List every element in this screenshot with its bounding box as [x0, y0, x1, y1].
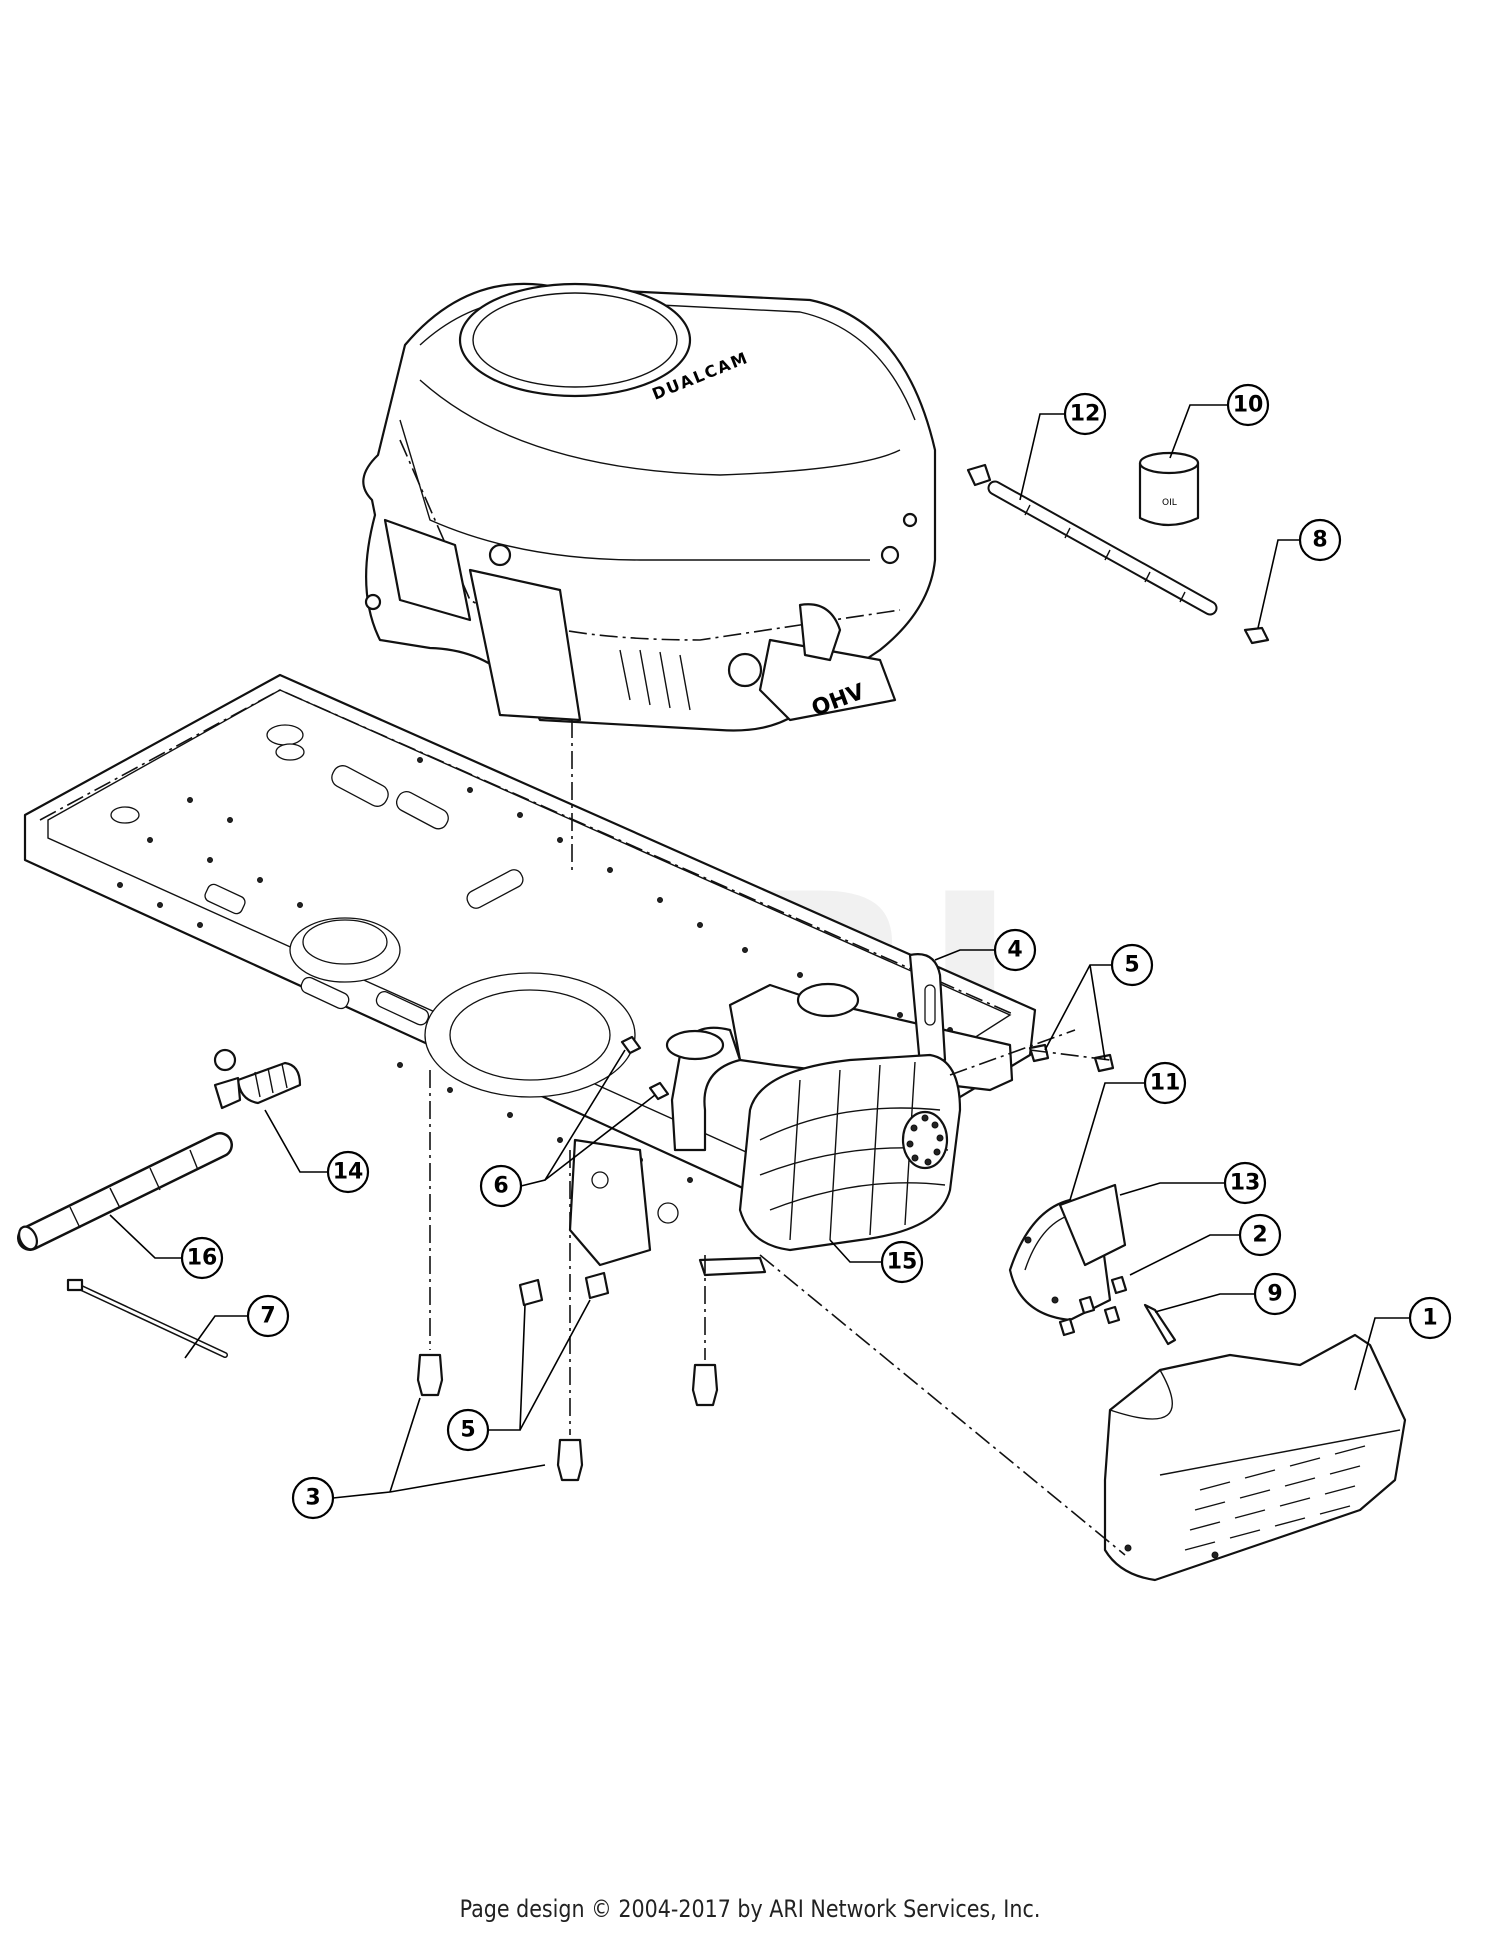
svg-text:7: 7 — [260, 1304, 275, 1329]
svg-text:8: 8 — [1312, 528, 1327, 553]
svg-text:15: 15 — [887, 1250, 918, 1275]
mount-bolts — [416, 1271, 719, 1482]
page-footer: Page design © 2004-2017 by ARI Network S… — [459, 1895, 1041, 1923]
callout-6[interactable]: 6 — [479, 1164, 523, 1208]
svg-text:5: 5 — [1124, 953, 1139, 978]
engine: DUALCAM OHV — [362, 282, 937, 870]
callout-8[interactable]: 8 — [1298, 518, 1342, 562]
cable-tie — [66, 1278, 228, 1358]
callout-13[interactable]: 13 — [1223, 1161, 1267, 1205]
callout-4[interactable]: 4 — [993, 928, 1037, 972]
svg-text:10: 10 — [1233, 393, 1264, 418]
callout-12[interactable]: 12 — [1063, 392, 1107, 436]
svg-text:13: 13 — [1230, 1171, 1261, 1196]
frame — [23, 673, 1037, 1207]
callout-9[interactable]: 9 — [1253, 1272, 1297, 1316]
svg-text:4: 4 — [1007, 938, 1022, 963]
fuel-hose — [17, 1132, 233, 1251]
callout-10[interactable]: 10 — [1226, 383, 1270, 427]
svg-text:2: 2 — [1252, 1223, 1267, 1248]
muffler-assembly — [568, 953, 1115, 1277]
svg-text:6: 6 — [493, 1174, 508, 1199]
svg-text:5: 5 — [460, 1418, 475, 1443]
svg-text:1: 1 — [1422, 1306, 1437, 1331]
svg-text:9: 9 — [1267, 1282, 1282, 1307]
clip-8 — [1243, 626, 1270, 645]
callout-11[interactable]: 11 — [1143, 1061, 1187, 1105]
callout-3[interactable]: 3 — [291, 1476, 335, 1520]
callout-2[interactable]: 2 — [1238, 1213, 1282, 1257]
callout-5-lower[interactable]: 5 — [446, 1408, 490, 1452]
leader-lines — [109, 404, 1410, 1499]
oil-filter-label: OIL — [1162, 498, 1177, 508]
svg-text:11: 11 — [1150, 1071, 1181, 1096]
screws — [1058, 1275, 1177, 1346]
callout-7[interactable]: 7 — [246, 1294, 290, 1338]
dipstick-tube — [966, 463, 1218, 616]
callout-1[interactable]: 1 — [1408, 1296, 1452, 1340]
svg-text:16: 16 — [187, 1246, 218, 1271]
heat-shield — [1008, 1183, 1127, 1322]
callout-14[interactable]: 14 — [326, 1150, 370, 1194]
svg-text:12: 12 — [1070, 402, 1101, 427]
fuel-filter — [213, 1048, 302, 1110]
svg-text:3: 3 — [305, 1486, 320, 1511]
callout-15[interactable]: 15 — [880, 1240, 924, 1284]
callout-5-upper[interactable]: 5 — [1110, 943, 1154, 987]
muffler-guard — [1103, 1333, 1407, 1582]
callout-16[interactable]: 16 — [180, 1236, 224, 1280]
oil-filter: OIL — [1138, 451, 1200, 527]
svg-text:14: 14 — [333, 1160, 364, 1185]
